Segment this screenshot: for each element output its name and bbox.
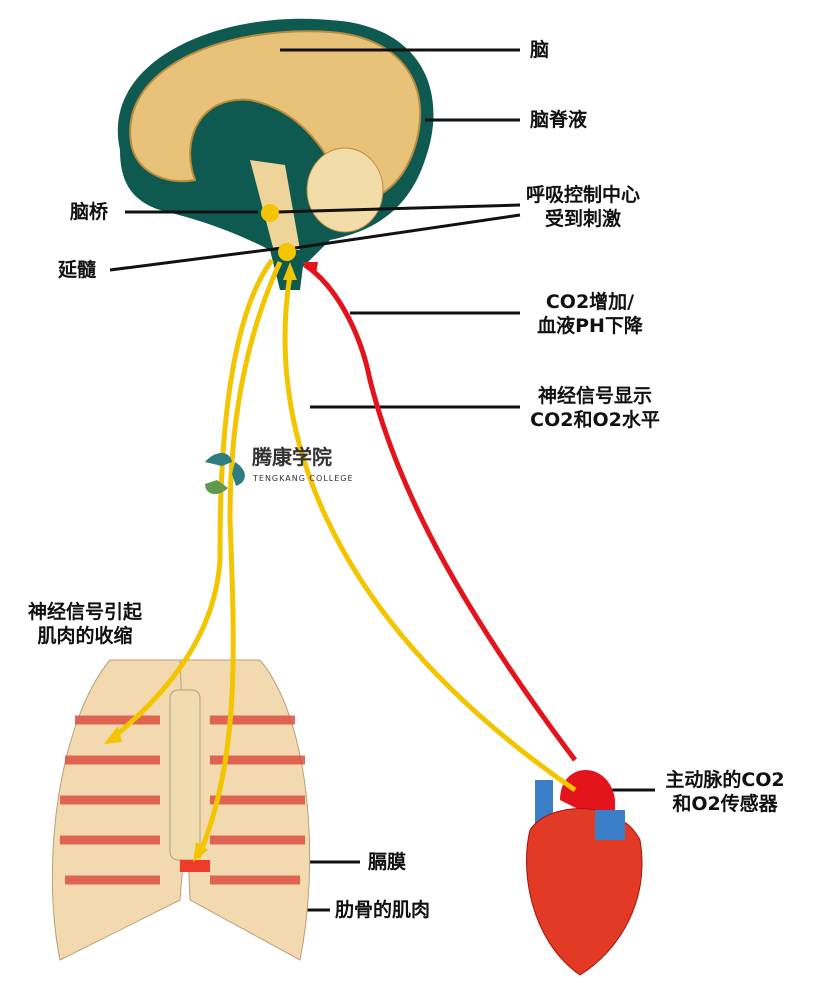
nerve-paths: [108, 258, 578, 859]
label-co2-increase: CO2增加/血液PH下降: [530, 290, 650, 338]
label-line: 肌肉的收缩: [37, 625, 133, 647]
ribcage-illustration: [51, 659, 311, 961]
label-line: CO2增加/: [545, 291, 635, 313]
label-line: CO2和O2水平: [530, 409, 660, 431]
label-medulla: 延髓: [58, 259, 97, 281]
label-line: 血液PH下降: [537, 315, 643, 337]
label-line: 呼吸控制中心: [525, 184, 640, 206]
label-line: 神经信号显示: [537, 385, 652, 407]
label-rib-muscle: 肋骨的肌肉: [335, 899, 431, 921]
label-csf: 脑脊液: [530, 109, 588, 131]
label-line: 和O2传感器: [672, 793, 778, 815]
leader-lines: [109, 48, 655, 912]
label-line: 主动脉的CO2: [665, 769, 785, 791]
label-line: 受到刺激: [544, 208, 621, 230]
label-diaphragm: 膈膜: [368, 851, 407, 873]
logo-subtitle: TENGKANG COLLEGE: [253, 474, 354, 483]
label-muscle-contraction: 神经信号引起肌肉的收缩: [10, 600, 160, 648]
logo-name: 腾康学院: [252, 445, 332, 469]
heart-illustration: [526, 770, 643, 976]
label-line: 神经信号引起: [27, 601, 142, 623]
label-respiratory-center: 呼吸控制中心受到刺激: [518, 183, 648, 231]
label-brain: 脑: [530, 39, 550, 61]
logo-icon: [205, 453, 245, 495]
label-pons: 脑桥: [70, 201, 109, 223]
